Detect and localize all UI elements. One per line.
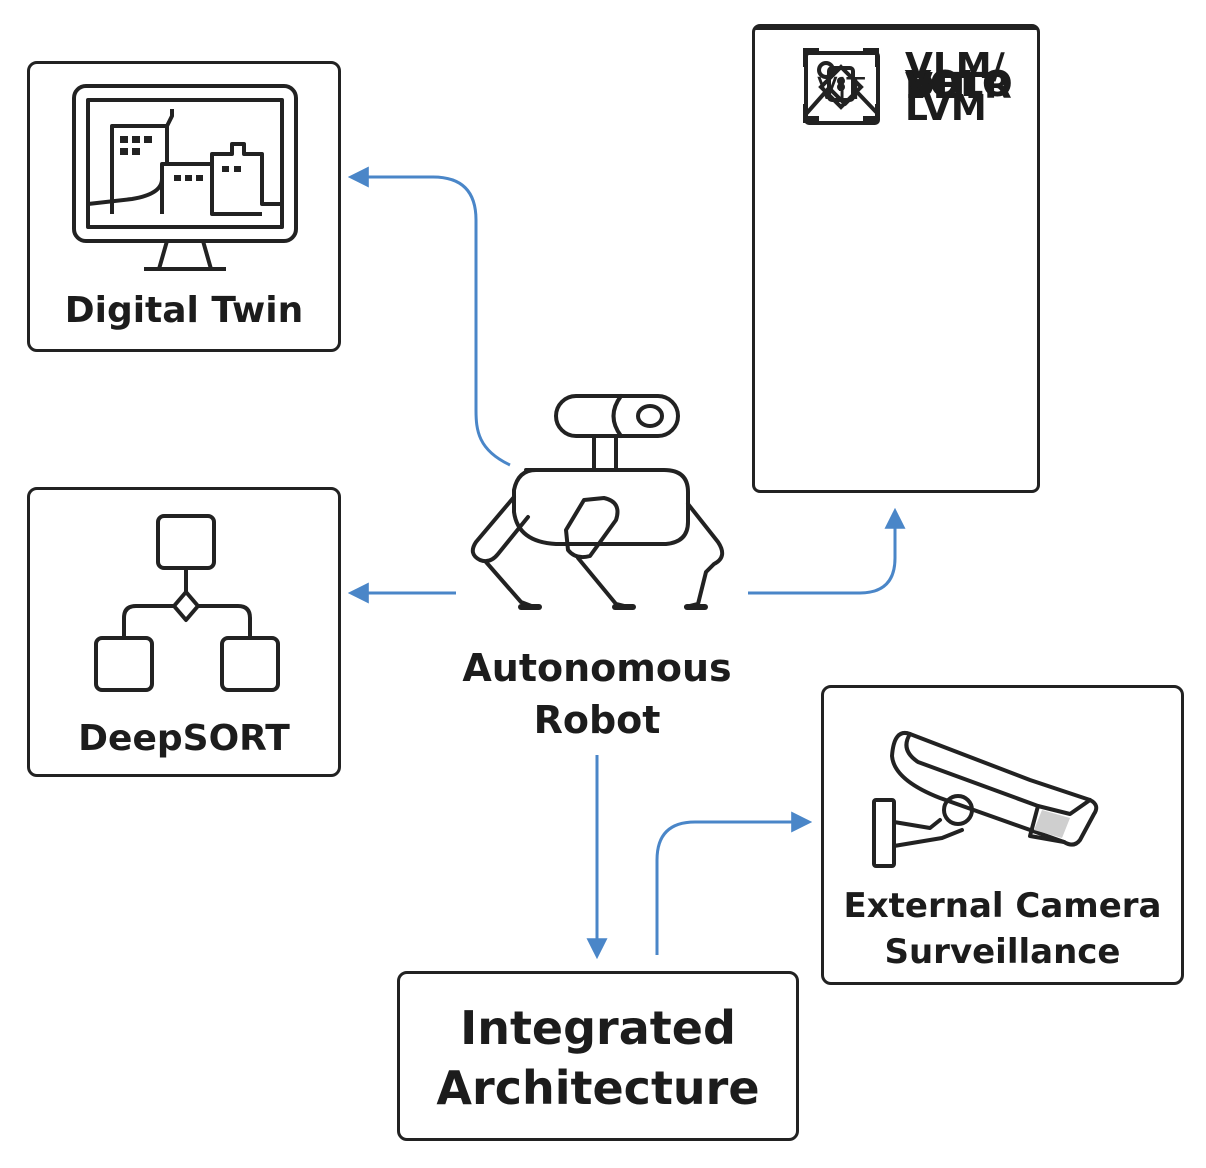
integrated-architecture-line2: Architecture [436,1061,760,1115]
integrated-architecture-line1: Integrated [460,1001,736,1055]
model-label-detr: DETR [905,66,1012,107]
external-camera-label-line2: Surveillance [884,932,1121,972]
robot-label-line1: Autonomous [462,646,732,690]
external-camera-label: External Camera Surveillance [824,883,1181,975]
models-panel: YOLO DETR VIT VIT VLM/ [752,24,1040,493]
model-label-vlm-line2: LVM [905,88,987,129]
digital-twin-node: Digital Twin [27,61,341,352]
digital-twin-label: Digital Twin [64,290,304,331]
image-icon [804,51,880,125]
deepsort-node: DeepSORT [27,487,341,777]
flowchart-icon [94,514,280,692]
model-label-yolo: YOLO [905,64,1013,105]
robot-dog-icon [470,394,725,610]
external-camera-label-line1: External Camera [843,886,1162,926]
arrow-integrated-to-camera [655,811,813,955]
integrated-architecture-node: Integrated Architecture [397,971,799,1141]
robot-label: Autonomous Robot [440,642,754,746]
integrated-architecture-label: Integrated Architecture [400,998,796,1118]
external-camera-node: External Camera Surveillance [821,685,1184,985]
model-label-vlm-line1: VLM/ [905,46,1005,87]
cctv-camera-icon [872,731,1099,868]
model-label-vlm: VLM/ LVM [905,46,1005,130]
robot-label-line2: Robot [533,698,661,742]
arrow-robot-to-digital-twin [347,166,511,467]
model-label-vit: VIT [905,66,971,107]
model-row-vlm: VLM/ LVM [755,27,1037,141]
arrow-robot-to-models [748,507,906,595]
deepsort-label: DeepSORT [78,718,290,759]
monitor-city-icon [72,84,298,271]
